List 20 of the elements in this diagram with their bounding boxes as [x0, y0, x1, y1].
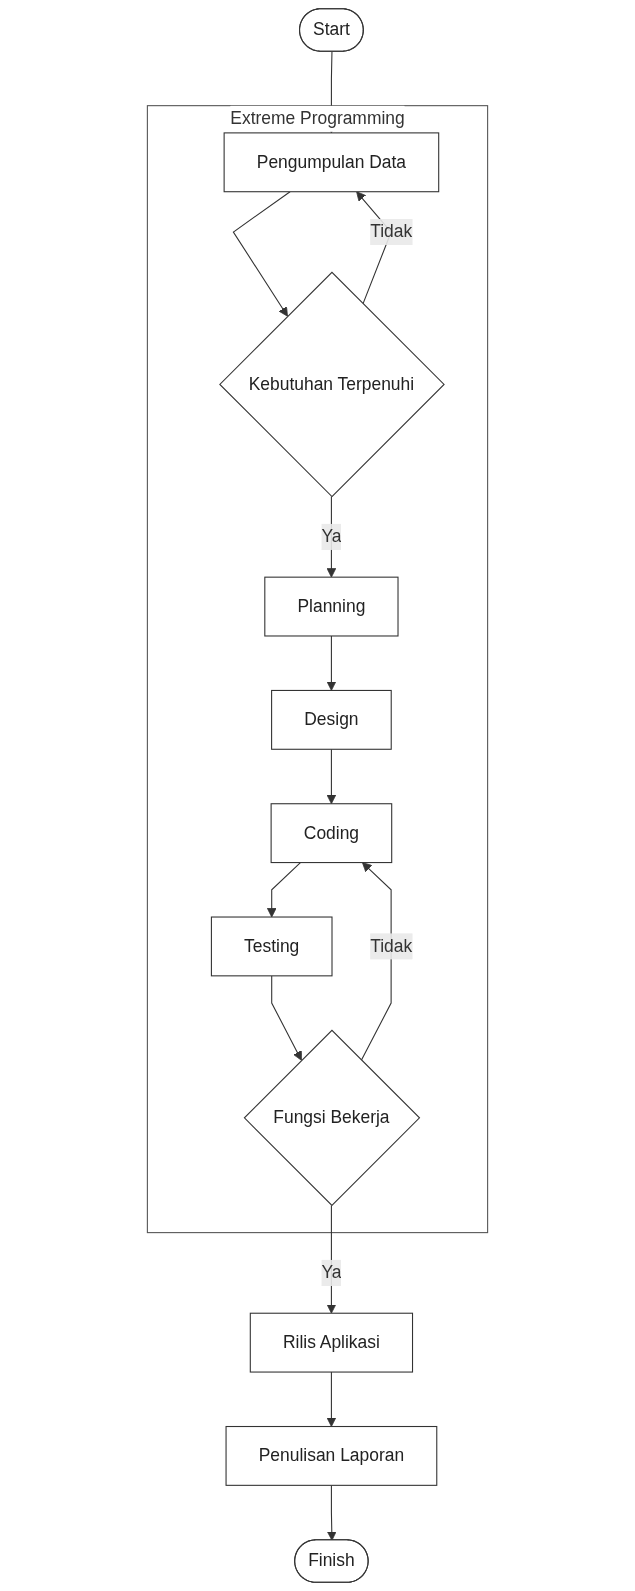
node-diamond: Fungsi Bekerja	[243, 1029, 421, 1207]
node-box: Penulisan Laporan	[225, 1425, 438, 1486]
node-box: Coding	[270, 803, 393, 864]
arrow	[326, 1371, 337, 1427]
node-box: Rilis Aplikasi	[249, 1312, 414, 1373]
arrow	[266, 862, 301, 918]
edge-label: Ya	[321, 527, 342, 546]
node-box: Testing	[210, 916, 333, 977]
node-box: Planning	[264, 576, 399, 637]
node-box: Pengumpulan Data	[223, 132, 440, 193]
arrow	[326, 748, 337, 805]
edge-label: Ya	[321, 1263, 342, 1282]
arrow	[271, 975, 302, 1061]
arrow	[326, 635, 337, 691]
edge-label: Tidak	[370, 936, 413, 956]
node-diamond: Kebutuhan Terpenuhi	[219, 271, 445, 498]
edge-label: Tidak	[370, 222, 413, 241]
arrow	[232, 191, 291, 317]
node-box: Design	[271, 689, 392, 750]
arrow	[327, 1484, 337, 1541]
